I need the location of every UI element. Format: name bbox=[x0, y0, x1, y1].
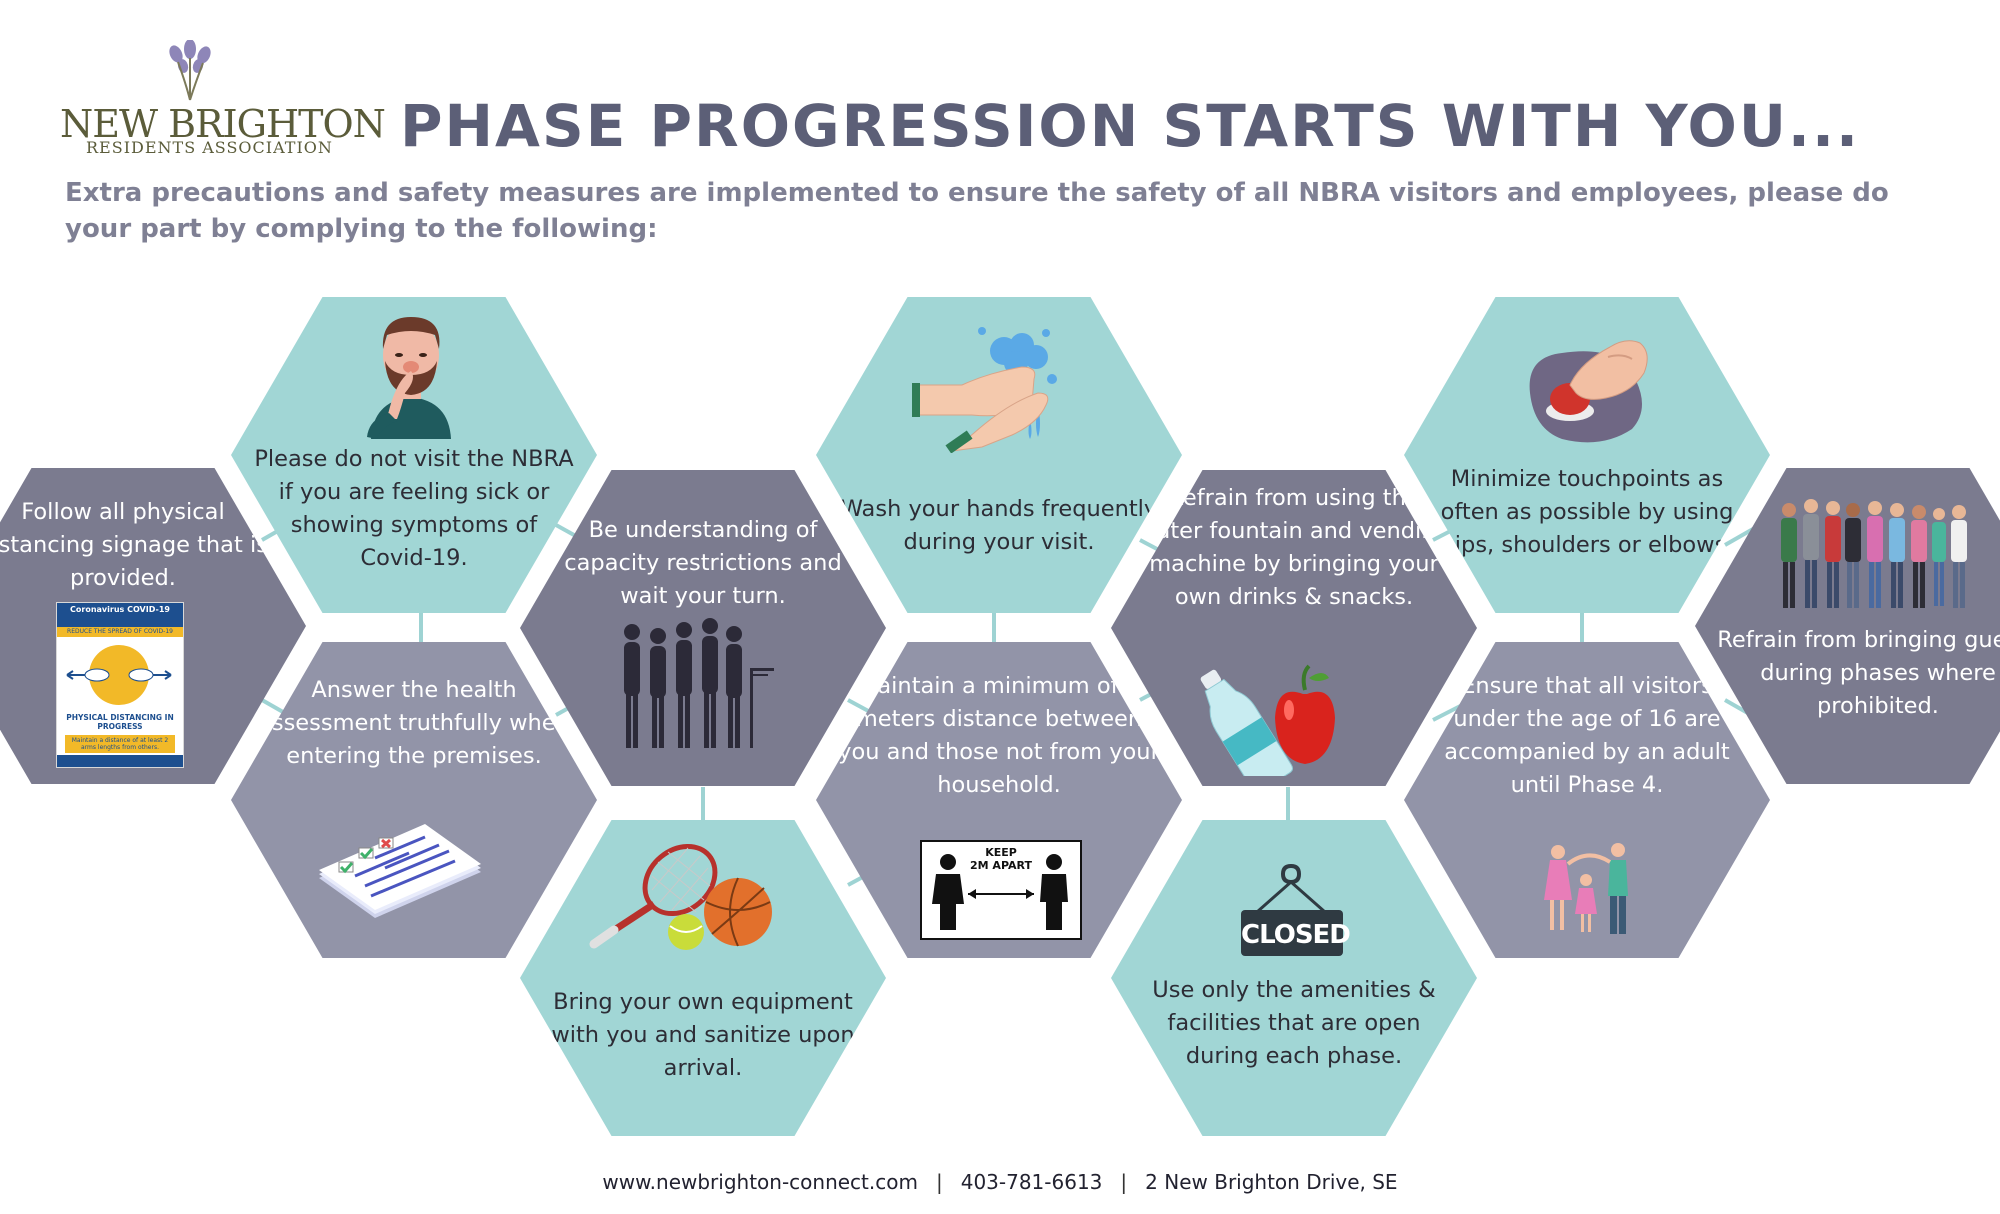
hex-text: Ensure that all visitors under the age o… bbox=[1444, 673, 1730, 798]
logo-subtitle: RESIDENTS ASSOCIATION bbox=[86, 138, 333, 157]
hex-maintain-distance: Maintain a minimum of 2 meters distance … bbox=[816, 642, 1182, 958]
hex-text: Wash your hands frequently during your v… bbox=[840, 496, 1158, 555]
keep-apart-figures-icon bbox=[932, 854, 1068, 930]
family-icon bbox=[1544, 843, 1628, 934]
logo-name: NEW BRIGHTON bbox=[60, 102, 386, 146]
nbra-logo: NEW BRIGHTON RESIDENTS ASSOCIATION bbox=[60, 40, 386, 160]
footer-contact: www.newbrighton-connect.com | 403-781-6613… bbox=[0, 1170, 2000, 1194]
bottle-apple-icon bbox=[1200, 664, 1335, 776]
sports-equipment-icon bbox=[589, 843, 772, 950]
hex-text: Please do not visit the NBRA if you are … bbox=[254, 446, 574, 571]
hex-text: Answer the health assessment truthfully … bbox=[258, 677, 570, 769]
hex-text: Maintain a minimum of 2 meters distance … bbox=[838, 673, 1160, 798]
handwash-icon bbox=[912, 327, 1057, 453]
hex-text: Be understanding of capacity restriction… bbox=[564, 517, 842, 609]
distancing-poster-icon: Coronavirus COVID-19 REDUCE THE SPREAD O… bbox=[56, 602, 184, 768]
poster-title: Coronavirus COVID-19 bbox=[57, 603, 183, 627]
lavender-icon bbox=[169, 40, 211, 101]
keep-apart-text: KEEP 2M APART bbox=[922, 846, 1080, 872]
hex-health-assessment: Answer the health assessment truthfully … bbox=[231, 642, 597, 958]
poster-note: Maintain a distance of at least 2 arms l… bbox=[65, 735, 175, 753]
hex-text: Refrain from bringing guests during phas… bbox=[1717, 627, 2000, 719]
footer-divider: | bbox=[1120, 1170, 1128, 1194]
sick-person-icon bbox=[367, 317, 451, 439]
closed-sign-icon bbox=[1241, 863, 1343, 956]
poster-heading: PHYSICAL DISTANCING IN PROGRESS bbox=[66, 713, 174, 731]
hex-text: Use only the amenities & facilities that… bbox=[1152, 977, 1436, 1069]
keep-apart-line2: 2M APART bbox=[970, 859, 1032, 872]
hex-text: Refrain from using the water fountain an… bbox=[1138, 485, 1450, 610]
poster-hands-icon bbox=[66, 645, 172, 705]
page-title: PHASE PROGRESSION STARTS WITH YOU... bbox=[400, 92, 1861, 160]
checklist-icon bbox=[319, 824, 481, 918]
keep-apart-icon: KEEP 2M APART bbox=[920, 840, 1082, 940]
footer-website[interactable]: www.newbrighton-connect.com bbox=[602, 1170, 918, 1194]
button-press-icon bbox=[1529, 340, 1648, 443]
footer-address: 2 New Brighton Drive, SE bbox=[1145, 1170, 1398, 1194]
poster-banner: REDUCE THE SPREAD OF COVID-19 bbox=[57, 627, 183, 637]
hex-text: Bring your own equipment with you and sa… bbox=[551, 989, 855, 1081]
queue-icon bbox=[624, 618, 774, 748]
hex-accompany-minors: Ensure that all visitors under the age o… bbox=[1404, 642, 1770, 958]
hex-capacity-restrictions: Be understanding of capacity restriction… bbox=[520, 470, 886, 786]
footer-phone[interactable]: 403-781-6613 bbox=[960, 1170, 1103, 1194]
hex-text: Follow all physical distancing signage t… bbox=[0, 499, 268, 591]
hex-no-fountain: Refrain from using the water fountain an… bbox=[1111, 470, 1477, 786]
keep-apart-line1: KEEP bbox=[985, 846, 1017, 859]
page-subtitle: Extra precautions and safety measures ar… bbox=[65, 178, 1889, 244]
closed-sign-text: CLOSED bbox=[1241, 920, 1351, 950]
hex-text: Minimize touchpoints as often as possibl… bbox=[1440, 466, 1734, 558]
footer-divider: | bbox=[935, 1170, 943, 1194]
crowd-icon bbox=[1781, 499, 1967, 608]
